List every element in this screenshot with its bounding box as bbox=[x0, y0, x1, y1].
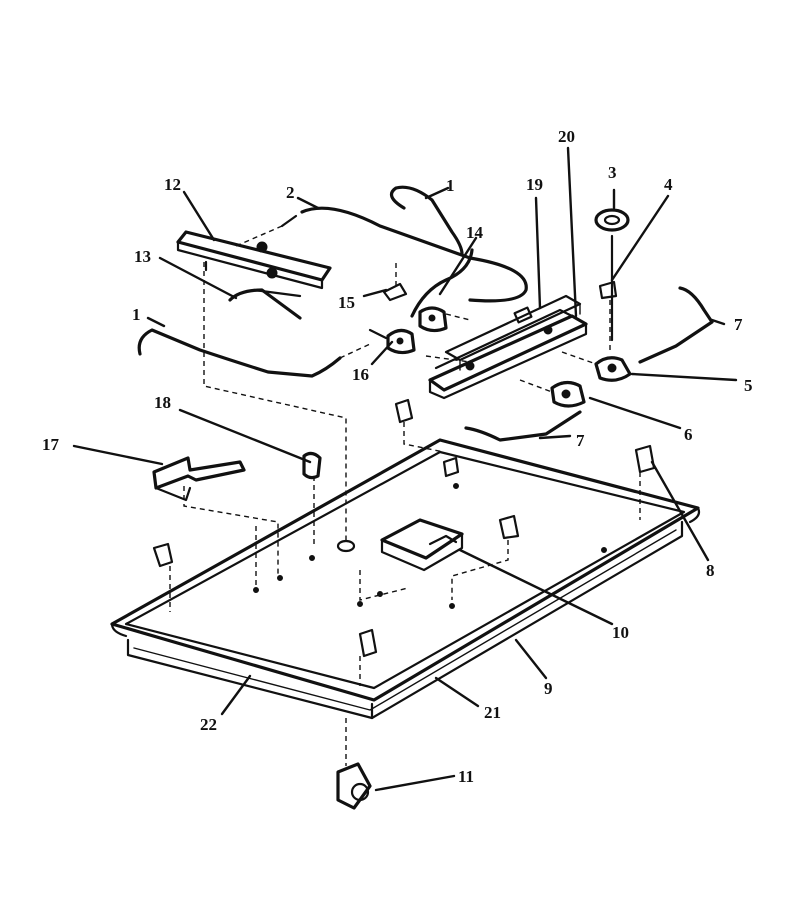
callout-1-lower: 1 bbox=[132, 305, 141, 324]
callout-7-upper: 7 bbox=[734, 315, 743, 334]
callout-11: 11 bbox=[458, 767, 474, 786]
callout-6: 6 bbox=[684, 425, 693, 444]
leader-lines bbox=[72, 146, 738, 792]
burner-bracket-assembly bbox=[428, 294, 588, 400]
callout-20: 20 bbox=[558, 127, 575, 146]
base-pan bbox=[110, 438, 701, 720]
callout-9: 9 bbox=[544, 679, 553, 698]
callout-18: 18 bbox=[154, 393, 171, 412]
callout-7-lower: 7 bbox=[576, 431, 585, 450]
callout-2: 2 bbox=[286, 183, 295, 202]
gas-tubes bbox=[137, 185, 714, 442]
callout-19: 19 bbox=[526, 175, 543, 194]
callout-17: 17 bbox=[42, 435, 60, 454]
valves-fittings bbox=[368, 208, 632, 408]
callout-15: 15 bbox=[338, 293, 355, 312]
callout-labels: 12 2 1 20 19 3 4 13 14 15 1 16 7 5 18 6 … bbox=[42, 127, 753, 786]
callout-12: 12 bbox=[164, 175, 181, 194]
pan-hardware bbox=[152, 398, 656, 810]
callout-10: 10 bbox=[612, 623, 629, 642]
callout-1-upper: 1 bbox=[446, 176, 455, 195]
callout-4: 4 bbox=[664, 175, 673, 194]
callout-16: 16 bbox=[352, 365, 369, 384]
left-burner-bar bbox=[176, 230, 332, 290]
callout-13: 13 bbox=[134, 247, 151, 266]
callout-22: 22 bbox=[200, 715, 217, 734]
callout-14: 14 bbox=[466, 223, 484, 242]
callout-8: 8 bbox=[706, 561, 715, 580]
callout-21: 21 bbox=[484, 703, 501, 722]
assembly-lines bbox=[169, 225, 641, 766]
callout-3: 3 bbox=[608, 163, 617, 182]
callout-5: 5 bbox=[744, 376, 753, 395]
